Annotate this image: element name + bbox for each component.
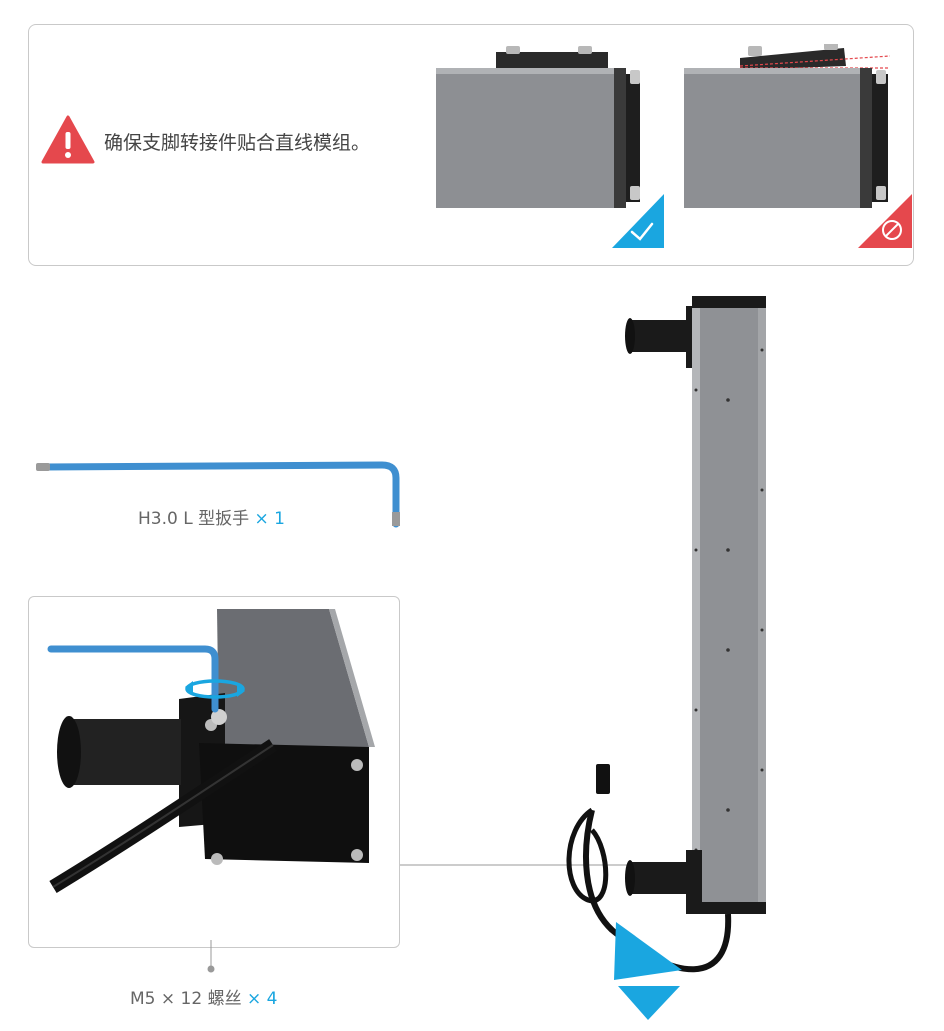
wrong-fit-illustration (684, 44, 912, 248)
checkmark-icon (630, 222, 654, 241)
screw (351, 759, 363, 771)
direction-arrow-icon (618, 986, 680, 1020)
screw-qty: × 4 (246, 989, 278, 1009)
linear-module-illustration (566, 296, 766, 1020)
detail-zoom-box (28, 596, 400, 948)
screw-label: M5 × 12 螺丝 (130, 989, 242, 1009)
correct-fit-illustration (436, 46, 664, 248)
screw (211, 853, 223, 865)
direction-arrow-icon (614, 922, 682, 980)
screw-callout-line (207, 940, 215, 973)
prohibited-icon (882, 220, 902, 240)
wrench-qty: × 1 (254, 509, 285, 529)
detail-zoom-illustration (47, 609, 375, 893)
hex-wrench-illustration (36, 461, 400, 528)
screw-head (211, 709, 227, 725)
warning-triangle-icon (41, 115, 95, 164)
correct-badge (612, 194, 664, 248)
screw-caption: M5 × 12 螺丝 × 4 (130, 984, 277, 1009)
warning-panel (28, 24, 914, 266)
rotation-arrow-icon (185, 679, 245, 699)
wrench-caption: H3.0 L 型扳手 × 1 (138, 504, 285, 529)
screw (351, 849, 363, 861)
warning-text: 确保支脚转接件贴合直线模组。 (104, 132, 371, 154)
wrong-badge (858, 194, 912, 248)
wrench-label: H3.0 L 型扳手 (138, 509, 250, 529)
